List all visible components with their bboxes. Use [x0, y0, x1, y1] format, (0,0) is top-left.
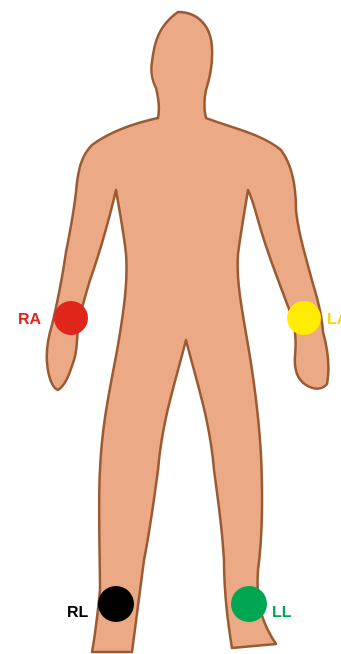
electrode-ll-dot	[231, 586, 267, 622]
electrode-ra-dot	[54, 301, 88, 335]
electrode-ra-label: RA	[18, 311, 42, 328]
electrode-rl-dot	[98, 586, 134, 622]
electrode-rl-label: RL	[67, 604, 89, 621]
electrode-la-group: LA	[287, 301, 341, 335]
human-body-silhouette	[47, 12, 329, 652]
electrode-ll-group: LL	[231, 586, 292, 622]
electrode-la-dot	[287, 301, 321, 335]
electrode-ll-label: LL	[272, 604, 292, 621]
electrode-la-label: LA	[327, 311, 341, 328]
